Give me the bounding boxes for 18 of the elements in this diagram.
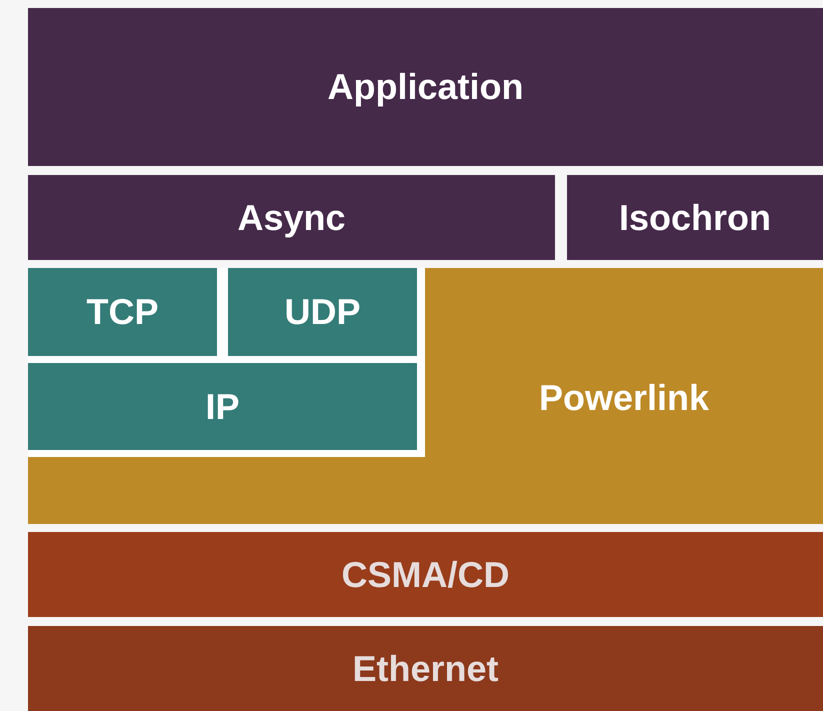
layer-box bbox=[28, 175, 555, 260]
layer-label: Ethernet bbox=[351, 646, 500, 690]
layer-box bbox=[28, 268, 823, 524]
layer-label: CSMA/CD bbox=[340, 552, 510, 596]
layer-label: UDP bbox=[283, 290, 362, 334]
layer-label: Application bbox=[326, 65, 524, 109]
layer-box bbox=[28, 8, 823, 166]
layer-label: Isochron bbox=[618, 196, 772, 240]
layer-box bbox=[28, 532, 823, 617]
layer-label: Powerlink bbox=[538, 376, 710, 420]
layer-box bbox=[28, 626, 823, 711]
layer-box bbox=[28, 268, 228, 363]
layer-box bbox=[567, 175, 823, 260]
layer-label: IP bbox=[204, 384, 240, 428]
layer-box bbox=[28, 363, 425, 457]
layer-label: TCP bbox=[86, 290, 160, 334]
layer-label: Async bbox=[236, 196, 347, 240]
layer-box bbox=[228, 268, 425, 363]
